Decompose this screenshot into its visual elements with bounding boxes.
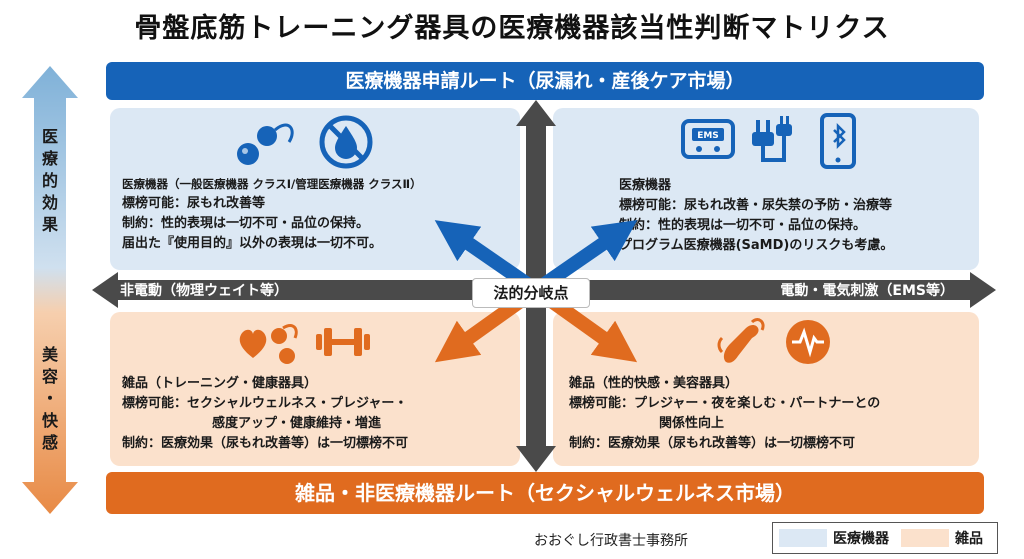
banner-medical-route: 医療機器申請ルート（尿漏れ・産後ケア市場） [106, 62, 984, 100]
vlabel-char: 容 [41, 367, 58, 386]
vibrator-icon [717, 318, 765, 363]
vlabel-char: ・ [41, 389, 58, 408]
banner-goods-route: 雑品・非医療機器ルート（セクシャルウェルネス市場） [106, 472, 984, 514]
legend-label-medical: 医療機器 [833, 531, 889, 547]
page-title: 骨盤底筋トレーニング器具の医療機器該当性判断マトリクス [134, 13, 890, 44]
vlabel-char: 美 [41, 345, 58, 364]
legend-swatch-goods [901, 529, 949, 547]
vlabel-char: 効 [41, 193, 58, 212]
quadrant-line: 医療機器 [619, 178, 672, 193]
center-label: 法的分岐点 [472, 278, 590, 308]
vlabel-char: 的 [41, 171, 58, 190]
heart-balls-icon [239, 324, 298, 364]
vlabel-char: 医 [41, 127, 58, 146]
ems-device-icon: EMS [681, 119, 735, 159]
quadrant-line: 雑品（性的快感・美容器具） [569, 376, 739, 391]
axis-label-non-electric: 非電動（物理ウェイト等） [120, 283, 288, 299]
quadrant-line: 感度アップ・健康維持・増進 [212, 416, 382, 431]
quadrant-line: 標榜可能：セクシャルウェルネス・プレジャー・ [122, 396, 408, 411]
quadrant-line: 関係性向上 [659, 416, 725, 431]
legend-swatch-medical [779, 529, 827, 547]
credit-text: おおぐし行政書士事務所 [534, 533, 688, 549]
quadrant-line: 標榜可能：尿もれ改善・尿失禁の予防・治療等 [619, 198, 893, 213]
legend: 医療機器 雑品 [772, 522, 998, 554]
quadrant-line: 雑品（トレーニング・健康器具） [122, 376, 318, 391]
quadrant-line: 標榜可能：プレジャー・夜を楽しむ・パートナーとの [569, 396, 881, 411]
kegel-balls-icon [237, 123, 294, 165]
vlabel-char: 快 [41, 411, 58, 430]
smartphone-bluetooth-icon [820, 113, 856, 169]
pulse-icon [786, 320, 830, 364]
dumbbell-icon [316, 328, 370, 356]
axis-label-electric: 電動・電気刺激（EMS等） [780, 283, 954, 299]
vlabel-char: 感 [41, 433, 58, 452]
quadrant-line: 制約：性的表現は一切不可・品位の保持。 [619, 218, 867, 233]
vertical-label-beauty: 美 容 ・ 快 感 [37, 344, 63, 454]
vlabel-char: 果 [41, 215, 58, 234]
quadrant-line: 制約：医療効果（尿もれ改善等）は一切標榜不可 [122, 436, 409, 451]
ems-label: EMS [697, 131, 719, 141]
vertical-axis-arrow [22, 66, 78, 514]
quadrant-line: 標榜可能：尿もれ改善等 [122, 196, 266, 211]
vlabel-char: 療 [41, 149, 58, 168]
quadrant-line: 医療機器（一般医療機器 クラスⅠ/管理医療機器 クラスⅡ） [122, 177, 422, 191]
quadrant-line: 届出た『使用目的』以外の表現は一切不可。 [122, 236, 383, 251]
quadrant-line: プログラム医療機器(SaMD)のリスクも考慮。 [619, 238, 894, 253]
no-liquid-icon [319, 115, 373, 169]
legend-label-goods: 雑品 [955, 531, 983, 547]
vertical-label-medical: 医 療 的 効 果 [37, 126, 63, 236]
quadrant-line: 制約：性的表現は一切不可・品位の保持。 [122, 216, 370, 231]
quadrant-line: 制約：医療効果（尿もれ改善等）は一切標榜不可 [569, 436, 856, 451]
power-plug-icon [752, 116, 792, 162]
